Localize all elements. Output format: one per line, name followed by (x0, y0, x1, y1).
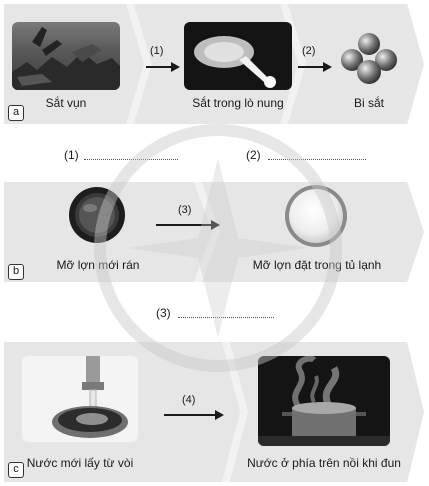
molten-iron-illustration (194, 36, 276, 88)
panel-a-badge: a (8, 105, 24, 121)
fresh-lard-pan-illustration (69, 187, 125, 243)
panel-b: Mỡ lợn mới rán (3) Mỡ lợn đặt trong tủ l… (4, 182, 424, 282)
caption-iron-balls: Bi sắt (353, 96, 384, 110)
panel-c: Nước mới lấy từ vòi (4) Nước ở phía trên… (4, 342, 424, 482)
chilled-lard-pan-illustration (285, 185, 347, 247)
panel-c-badge: c (8, 462, 24, 478)
arrow-4 (164, 410, 224, 420)
caption-fresh-lard: Mỡ lợn mới rán (56, 258, 140, 272)
blank-2-label: (2) (246, 148, 261, 162)
scrap-iron-illustration (12, 27, 120, 90)
arrow-1-label: (1) (150, 45, 164, 57)
tap-water-photo (22, 356, 138, 442)
caption-chilled-lard: Mỡ lợn đặt trong tủ lạnh (252, 258, 382, 272)
furnace-photo (184, 22, 292, 90)
chevron-divider (126, 4, 152, 124)
arrow-2 (298, 62, 332, 72)
caption-boiling-water: Nước ở phía trên nồi khi đun (247, 456, 401, 470)
blank-3-label: (3) (156, 306, 171, 320)
arrow-3-label: (3) (178, 204, 192, 216)
panel-b-badge: b (8, 264, 24, 280)
arrow-2-label: (2) (302, 45, 316, 57)
blank-1-dots (84, 159, 178, 160)
arrow-4-label: (4) (182, 394, 196, 406)
caption-iron-in-furnace: Sắt trong lò nung (192, 96, 284, 110)
caption-tap-water: Nước mới lấy từ vòi (26, 456, 134, 470)
blank-1-label: (1) (64, 148, 79, 162)
tap-water-illustration (52, 356, 128, 438)
arrow-1 (146, 62, 180, 72)
blank-2-dots (268, 159, 366, 160)
blank-3-dots (178, 317, 274, 318)
chevron-divider (194, 182, 220, 282)
iron-balls-illustration (341, 33, 397, 84)
scrap-iron-photo (12, 22, 120, 90)
panel-a: Sắt vụn (1) Sắt trong lò nung (2) Bi sắt… (4, 4, 424, 124)
caption-scrap-iron: Sắt vụn (45, 96, 87, 110)
boiling-pot-photo (258, 356, 390, 446)
arrow-3 (156, 220, 220, 230)
boiling-pot-illustration (258, 356, 390, 446)
